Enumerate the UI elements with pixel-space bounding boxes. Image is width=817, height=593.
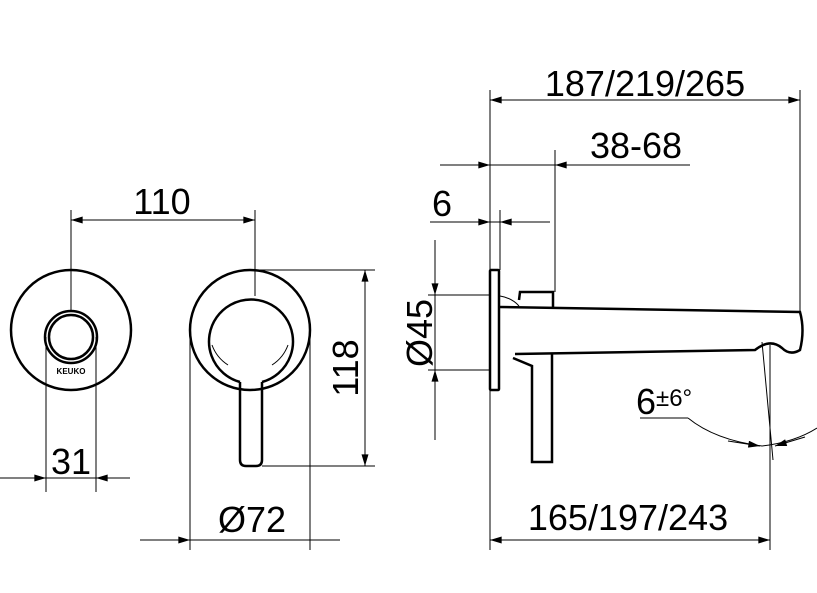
dim-rosette-spacing: 110 xyxy=(133,181,190,222)
brand-logo: KEUKO xyxy=(57,367,86,376)
dim-spout-angle: 6 xyxy=(636,381,656,422)
dim-spout-projection: 165/197/243 xyxy=(528,497,728,538)
lever-rosette-view: 118 Ø72 xyxy=(140,210,375,550)
dim-total-projection: 187/219/265 xyxy=(545,63,745,104)
dim-spout-angle-group: 6±6° xyxy=(636,381,692,422)
dim-knob-diameter: 31 xyxy=(51,441,91,482)
dim-wall-adjust: 38-68 xyxy=(590,125,682,166)
dim-plate-diameter: Ø45 xyxy=(399,299,440,367)
dim-spout-angle-tolerance: ±6° xyxy=(656,385,692,412)
dim-height: 118 xyxy=(325,339,366,396)
dim-rosette-diameter: Ø72 xyxy=(218,499,286,540)
spout-side-view: 187/219/265 38-68 6 Ø45 165/197/243 6±6° xyxy=(399,63,817,550)
dim-rosette-spacing-group: 110 xyxy=(71,181,255,224)
dim-plate-thickness: 6 xyxy=(432,183,452,224)
knob-rosette-view: KEUKO 31 xyxy=(0,210,133,492)
